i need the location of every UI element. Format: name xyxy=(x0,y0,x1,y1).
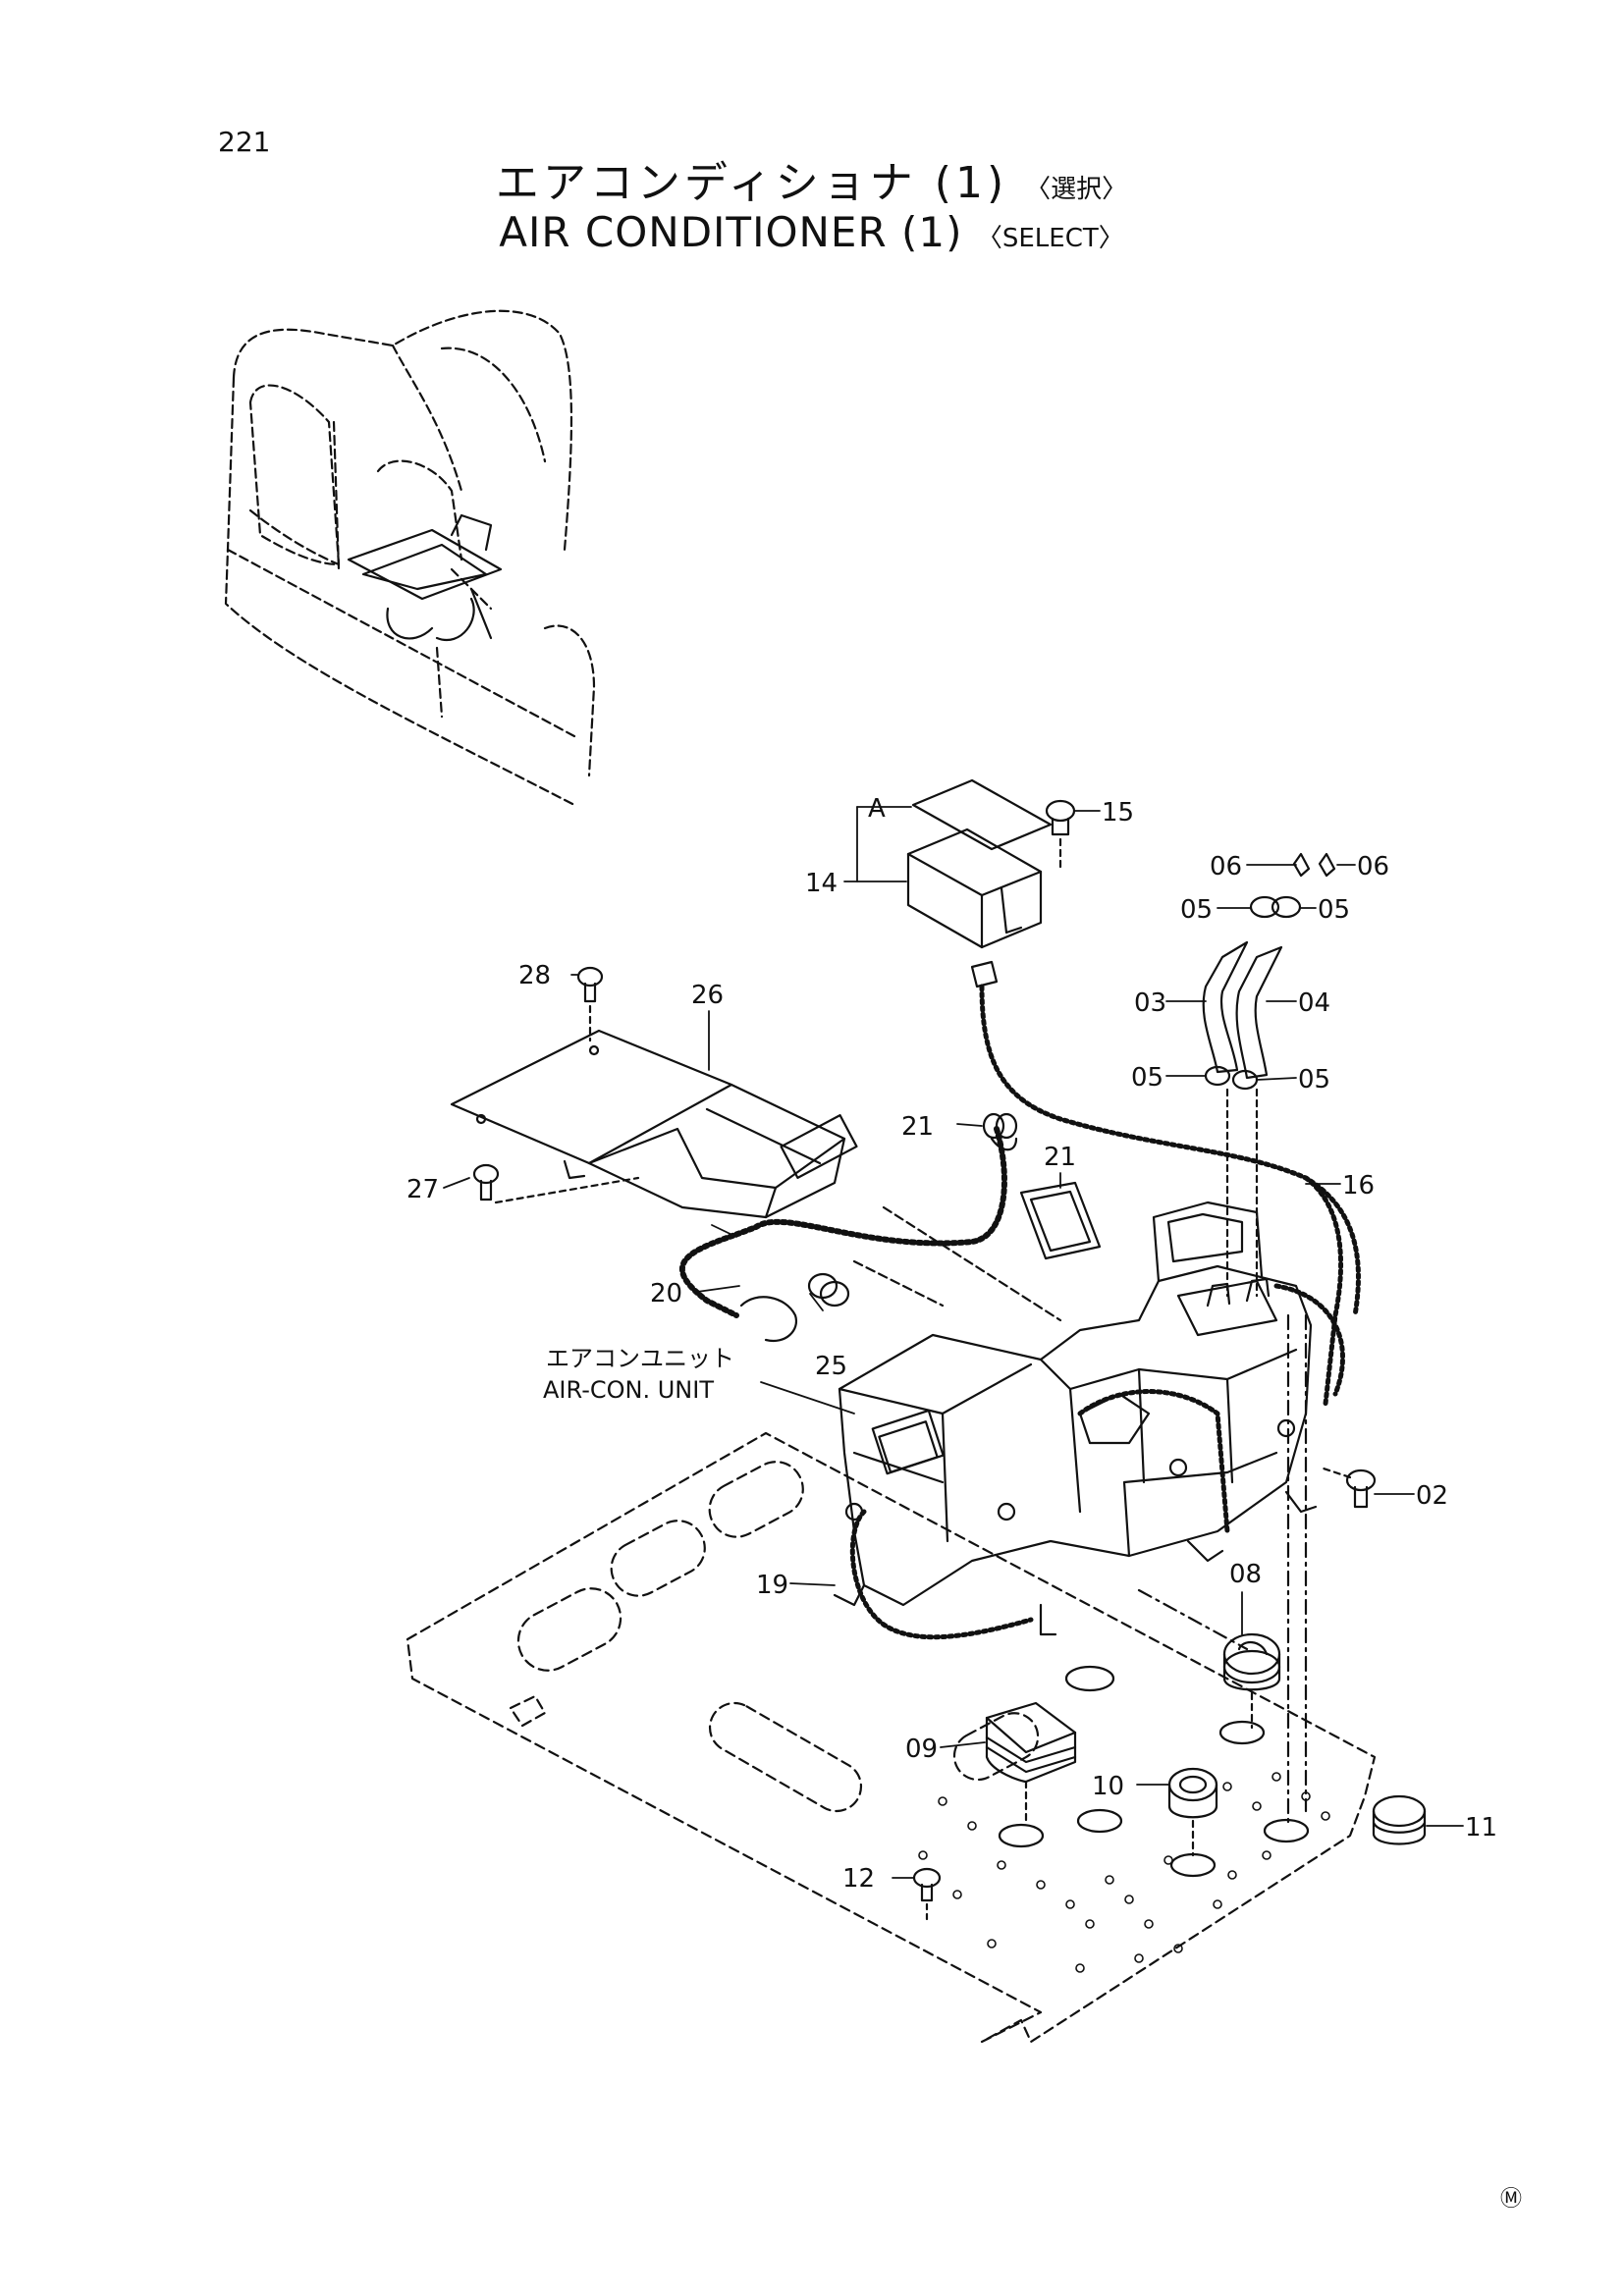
duct-26 xyxy=(450,1029,858,1219)
callout-20: 20 xyxy=(650,1279,682,1308)
callout-labels: 14 15 06 06 05 05 03 04 05 05 16 21 21 2… xyxy=(406,794,1522,2212)
callout-21-top: 21 xyxy=(901,1112,934,1142)
grommet-09 xyxy=(985,1701,1077,1823)
callout-06-right: 06 xyxy=(1357,852,1389,881)
callout-12: 12 xyxy=(842,1864,875,1894)
callout-16: 16 xyxy=(1342,1171,1375,1201)
aircon-unit xyxy=(833,1201,1345,1640)
clamp-21-bottom xyxy=(807,1272,850,1308)
title-en-note: 〈SELECT〉 xyxy=(976,224,1124,253)
page-number: 221 xyxy=(218,126,271,158)
callout-28: 28 xyxy=(518,961,551,990)
callout-05-top-right: 05 xyxy=(1318,895,1350,925)
screw-02 xyxy=(1319,1466,1377,1509)
callout-03: 03 xyxy=(1134,988,1166,1018)
unit-label-jp: エアコンユニット xyxy=(546,1345,734,1372)
grommet-08 xyxy=(1222,1632,1281,1730)
callout-05-bottom-right: 05 xyxy=(1298,1065,1330,1095)
m-mark: Ⓜ xyxy=(1500,2187,1522,2212)
callout-02: 02 xyxy=(1416,1481,1448,1511)
callout-05-top-left: 05 xyxy=(1180,895,1213,925)
filter-25 xyxy=(1019,1181,1102,1260)
floor-plate xyxy=(406,1431,1377,2044)
callout-06-left: 06 xyxy=(1210,852,1242,881)
grommet-10 xyxy=(1167,1767,1218,1857)
callout-05-bottom-left: 05 xyxy=(1131,1063,1163,1093)
screw-12 xyxy=(912,1867,942,1926)
callout-09: 09 xyxy=(905,1735,938,1764)
clamp-21-top xyxy=(982,1112,1018,1140)
callout-26: 26 xyxy=(691,981,724,1010)
screw-27 xyxy=(472,1163,640,1204)
callout-27: 27 xyxy=(406,1175,439,1204)
callout-19: 19 xyxy=(756,1571,788,1600)
control-panel-assembly xyxy=(906,778,1361,1407)
callout-14: 14 xyxy=(805,869,838,898)
page-title-jp: エアコンディショナ (1) 〈選択〉 xyxy=(0,147,1623,210)
title-jp-note: 〈選択〉 xyxy=(1025,175,1128,204)
screw-28 xyxy=(576,966,604,1042)
title-en-text: AIR CONDITIONER (1) xyxy=(499,208,963,256)
callout-11: 11 xyxy=(1465,1813,1497,1842)
callout-25: 21 xyxy=(1044,1143,1076,1172)
callout-08: 08 xyxy=(1229,1560,1262,1589)
hose-20 xyxy=(678,1126,1018,1343)
title-jp-text: エアコンディショナ (1) xyxy=(495,158,1008,208)
grommet-11 xyxy=(1372,1794,1427,1845)
screw-15 xyxy=(1045,799,1076,871)
cab-location-view xyxy=(224,309,596,807)
hose-03-04 xyxy=(1202,940,1283,1298)
callout-21-bottom: 25 xyxy=(815,1352,847,1381)
view-a-label: A xyxy=(868,794,886,824)
callout-04: 04 xyxy=(1298,988,1330,1018)
unit-label-en: AIR-CON. UNIT xyxy=(543,1376,714,1404)
guide-lines xyxy=(1137,1313,1308,1828)
callout-10: 10 xyxy=(1092,1772,1124,1801)
page-title-en: AIR CONDITIONER (1) 〈SELECT〉 xyxy=(0,208,1623,256)
callout-15: 15 xyxy=(1102,798,1134,828)
leader-lines xyxy=(443,806,1464,1879)
cab-mini-unit xyxy=(347,513,503,641)
